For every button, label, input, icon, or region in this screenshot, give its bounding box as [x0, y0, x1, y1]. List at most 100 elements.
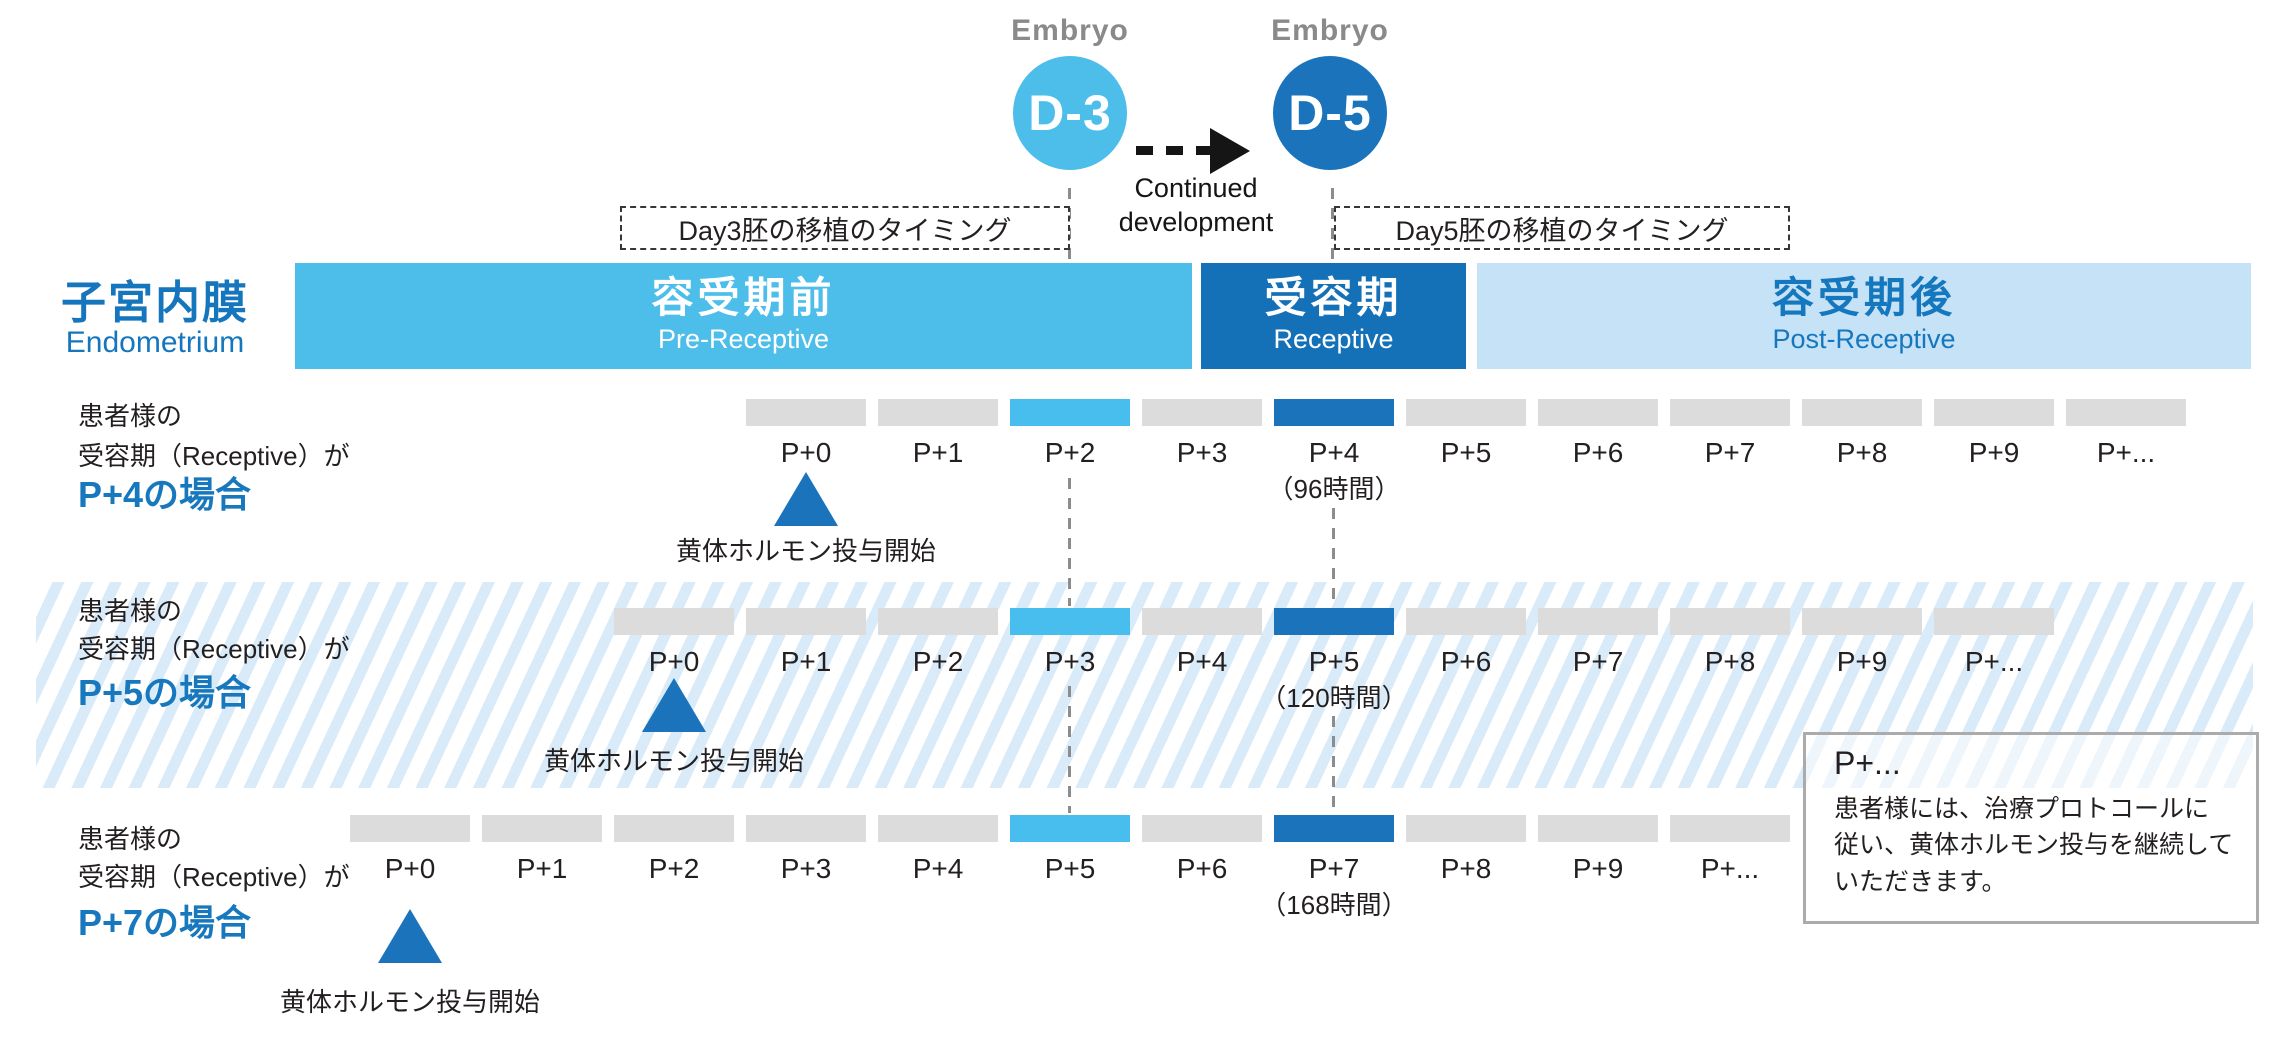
- timeline-bar-gray: [878, 815, 998, 842]
- row-caption-receptive-day: P+7の場合: [78, 902, 252, 943]
- development-caption: Continued development: [1118, 173, 1274, 237]
- row-caption-line1: 患者様の: [78, 401, 183, 431]
- row-caption-receptive-day: P+5の場合: [78, 672, 252, 713]
- timeline-bar-gray: [614, 815, 734, 842]
- timeline-bar-gray: [614, 608, 734, 635]
- timeline-bar-gray: [1670, 815, 1790, 842]
- timeline-bar-dark: [1274, 608, 1394, 635]
- row-caption-line2: 受容期（Receptive）が: [78, 634, 350, 664]
- day-label: P+2: [648, 853, 700, 884]
- receptive-hours-label: （96時間）: [1267, 474, 1401, 504]
- row-caption-line2: 受容期（Receptive）が: [78, 862, 350, 892]
- phase-receptive-ja: 受容期: [1264, 274, 1403, 322]
- day-label: P+9: [1572, 853, 1624, 884]
- day-label: P+5: [1308, 646, 1360, 677]
- day-label: P+9: [1836, 646, 1888, 677]
- day-label: P+1: [780, 646, 832, 677]
- d5-guide-dashed-line: [1331, 188, 1334, 262]
- timeline-bar-gray: [1802, 608, 1922, 635]
- timeline-bar-gray: [1538, 399, 1658, 426]
- phase-post-receptive-ja: 容受期後: [1771, 274, 1956, 322]
- phase-receptive-en: Receptive: [1273, 323, 1394, 354]
- note-title: P+...: [1834, 745, 1901, 781]
- connector-light-row2-row3: [1068, 686, 1071, 813]
- timeline-bar-gray: [1406, 815, 1526, 842]
- row-caption-line1: 患者様の: [78, 824, 183, 854]
- progesterone-start-label: 黄体ホルモン投与開始: [279, 987, 540, 1017]
- day3-transfer-timing-box: Day3胚の移植のタイミング: [620, 206, 1070, 250]
- timeline-bar-dark: [1274, 399, 1394, 426]
- timeline-bar-gray: [1406, 608, 1526, 635]
- timeline-bar-gray: [1142, 608, 1262, 635]
- day-label: P+3: [1176, 437, 1228, 468]
- timeline-bar-gray: [1538, 608, 1658, 635]
- progesterone-start-marker-icon: [642, 678, 706, 732]
- progesterone-start-marker-icon: [378, 909, 442, 963]
- connector-dark-row2-row3: [1332, 716, 1335, 813]
- timeline-bar-light: [1010, 815, 1130, 842]
- timeline-bar-gray: [350, 815, 470, 842]
- embryo-d5-label: Embryo: [1271, 14, 1389, 47]
- day-label: P+1: [912, 437, 964, 468]
- phase-pre-receptive-en: Pre-Receptive: [657, 323, 830, 354]
- phase-pre-receptive-ja: 容受期前: [651, 274, 836, 322]
- day-label: P+4: [1176, 646, 1228, 677]
- endometrium-title-en: Endometrium: [65, 326, 245, 359]
- day-label: P+8: [1836, 437, 1888, 468]
- day-label: P+3: [1044, 646, 1096, 677]
- day-label: P+4: [912, 853, 964, 884]
- day5-transfer-timing-box: Day5胚の移植のタイミング: [1334, 206, 1790, 250]
- protocol-note-box: P+... 患者様には、治療プロトコールに 従い、黄体ホルモン投与を継続して い…: [1803, 732, 2259, 924]
- endometrium-title-ja: 子宮内膜: [60, 277, 249, 328]
- day-label: P+0: [648, 646, 700, 677]
- timeline-bar-gray: [1802, 399, 1922, 426]
- timeline-bar-gray: [1142, 399, 1262, 426]
- day-label: P+5: [1044, 853, 1096, 884]
- day-label: P+2: [912, 646, 964, 677]
- day-label: P+8: [1704, 646, 1756, 677]
- timeline-bar-light: [1010, 399, 1130, 426]
- timeline-bar-gray: [746, 815, 866, 842]
- day-label: P+0: [384, 853, 436, 884]
- day-label: P+6: [1176, 853, 1228, 884]
- development-arrow-dashes: [1136, 146, 1214, 155]
- timeline-bar-dark: [1274, 815, 1394, 842]
- day-label: P+7: [1572, 646, 1624, 677]
- embryo-d5-circle: D-5: [1273, 56, 1387, 170]
- progesterone-start-marker-icon: [774, 472, 838, 526]
- row-caption-line2: 受容期（Receptive）が: [78, 441, 350, 471]
- receptive-hours-label: （168時間）: [1260, 890, 1408, 920]
- timeline-bar-gray: [1670, 399, 1790, 426]
- progesterone-start-label: 黄体ホルモン投与開始: [543, 746, 804, 776]
- day-label: P+1: [516, 853, 568, 884]
- day-label: P+...: [2096, 437, 2156, 468]
- day-label: P+2: [1044, 437, 1096, 468]
- timeline-bar-gray: [746, 608, 866, 635]
- row-caption-line1: 患者様の: [78, 596, 183, 626]
- day-label: P+4: [1308, 437, 1360, 468]
- day-label: P+5: [1440, 437, 1492, 468]
- day-label: P+7: [1308, 853, 1360, 884]
- phase-post-receptive-en: Post-Receptive: [1772, 323, 1956, 354]
- timeline-bar-light: [1010, 608, 1130, 635]
- embryo-d3-label: Embryo: [1011, 14, 1129, 47]
- timeline-bar-gray: [1538, 815, 1658, 842]
- day-label: P+3: [780, 853, 832, 884]
- day-label: P+8: [1440, 853, 1492, 884]
- phase-post-receptive: 容受期後 Post-Receptive: [1477, 263, 2251, 369]
- timeline-bar-gray: [746, 399, 866, 426]
- timeline-bar-gray: [1670, 608, 1790, 635]
- phase-receptive: 受容期 Receptive: [1201, 263, 1466, 369]
- timeline-bar-gray: [1142, 815, 1262, 842]
- timeline-bar-gray: [1934, 608, 2054, 635]
- progesterone-start-label: 黄体ホルモン投与開始: [675, 536, 936, 566]
- receptive-hours-label: （120時間）: [1260, 683, 1408, 713]
- day-label: P+9: [1968, 437, 2020, 468]
- day-label: P+...: [1964, 646, 2024, 677]
- timeline-bar-gray: [878, 399, 998, 426]
- day-label: P+0: [780, 437, 832, 468]
- timeline-bar-gray: [1934, 399, 2054, 426]
- row-caption-receptive-day: P+4の場合: [78, 474, 252, 515]
- embryo-d3-circle: D-3: [1013, 56, 1127, 170]
